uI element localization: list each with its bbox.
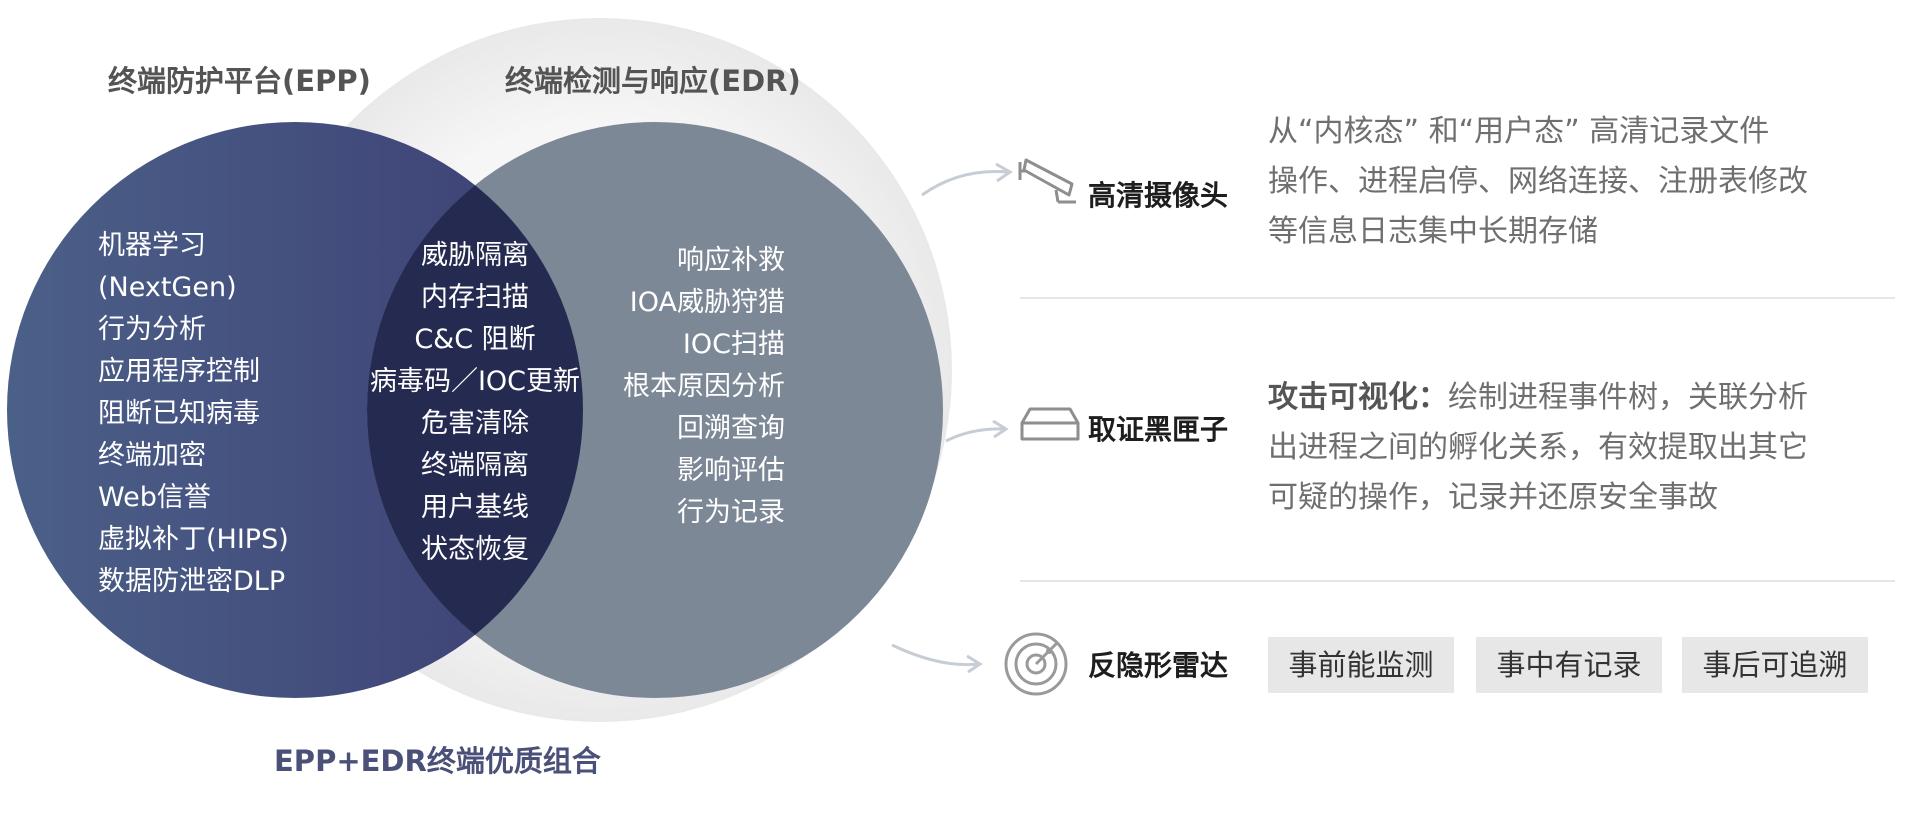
list-item: 应用程序控制 (98, 356, 260, 387)
list-item: 虚拟补丁(HIPS) (98, 524, 289, 555)
list-item: 状态恢复 (421, 534, 529, 565)
list-item: 用户基线 (421, 492, 529, 523)
list-item: 内存扫描 (421, 282, 529, 313)
arrow-to-blackbox (945, 427, 1005, 443)
list-item: 根本原因分析 (623, 371, 785, 402)
list-item: 终端加密 (98, 440, 206, 471)
desc-line: 绘制进程事件树，关联分析 (1448, 380, 1808, 415)
list-item: 阻断已知病毒 (98, 398, 260, 429)
tag-after: 事后可追溯 (1682, 637, 1868, 693)
desc-line: 操作、进程启停、网络连接、注册表修改 (1268, 164, 1808, 199)
list-item: Web信誉 (98, 482, 211, 513)
list-item: 行为分析 (98, 314, 206, 345)
feature-label-camera: 高清摄像头 (1088, 179, 1229, 212)
list-item: 回溯查询 (677, 413, 785, 444)
list-item: 机器学习 (98, 230, 206, 261)
desc-highlight: 攻击可视化： (1268, 380, 1448, 415)
list-item: (NextGen) (98, 272, 237, 303)
epp-feature-list: 机器学习 (NextGen) 行为分析 应用程序控制 阻断已知病毒 终端加密 W… (98, 225, 289, 603)
arrow-to-camera (921, 170, 1009, 197)
feature-label-radar: 反隐形雷达 (1088, 649, 1229, 682)
list-item: 病毒码／IOC更新 (369, 366, 581, 397)
divider (1020, 580, 1895, 582)
camera-icon (1018, 158, 1076, 204)
list-item: 行为记录 (677, 497, 785, 528)
overlap-region (367, 122, 583, 698)
feature-desc-camera: 从“内核态” 和“用户态” 高清记录文件 操作、进程启停、网络连接、注册表修改 … (1268, 107, 1808, 257)
desc-line: 出进程之间的孵化关系，有效提取出其它 (1268, 430, 1808, 465)
list-item: 终端隔离 (421, 450, 529, 481)
desc-line: 可疑的操作，记录并还原安全事故 (1268, 480, 1718, 515)
overlap-feature-list: 威胁隔离 内存扫描 C&C 阻断 病毒码／IOC更新 危害清除 终端隔离 用户基… (315, 235, 635, 571)
list-item: IOA威胁狩猎 (629, 287, 785, 318)
epp-title: 终端防护平台(EPP) (108, 64, 371, 98)
list-item: 影响评估 (677, 455, 785, 486)
arrow-to-radar (891, 643, 979, 667)
list-item: 响应补救 (677, 245, 785, 276)
list-item: 威胁隔离 (421, 240, 529, 271)
list-item: C&C 阻断 (414, 324, 536, 355)
edr-feature-list: 响应补救 IOA威胁狩猎 IOC扫描 根本原因分析 回溯查询 影响评估 行为记录 (560, 240, 785, 534)
list-item: 数据防泄密DLP (98, 566, 286, 597)
feature-desc-blackbox: 攻击可视化：绘制进程事件树，关联分析 出进程之间的孵化关系，有效提取出其它 可疑… (1268, 373, 1808, 523)
list-item: 危害清除 (421, 408, 529, 439)
feature-label-blackbox: 取证黑匣子 (1088, 413, 1229, 446)
combo-title: EPP+EDR终端优质组合 (274, 744, 601, 778)
desc-line: 从“内核态” 和“用户态” 高清记录文件 (1268, 114, 1770, 149)
tag-during: 事中有记录 (1476, 637, 1662, 693)
tag-before: 事前能监测 (1268, 637, 1454, 693)
desc-line: 等信息日志集中长期存储 (1268, 214, 1598, 249)
edr-title: 终端检测与响应(EDR) (505, 64, 801, 98)
black-box-icon (1020, 407, 1080, 441)
list-item: IOC扫描 (682, 329, 785, 360)
radar-icon (1004, 632, 1068, 696)
divider (1020, 297, 1895, 299)
